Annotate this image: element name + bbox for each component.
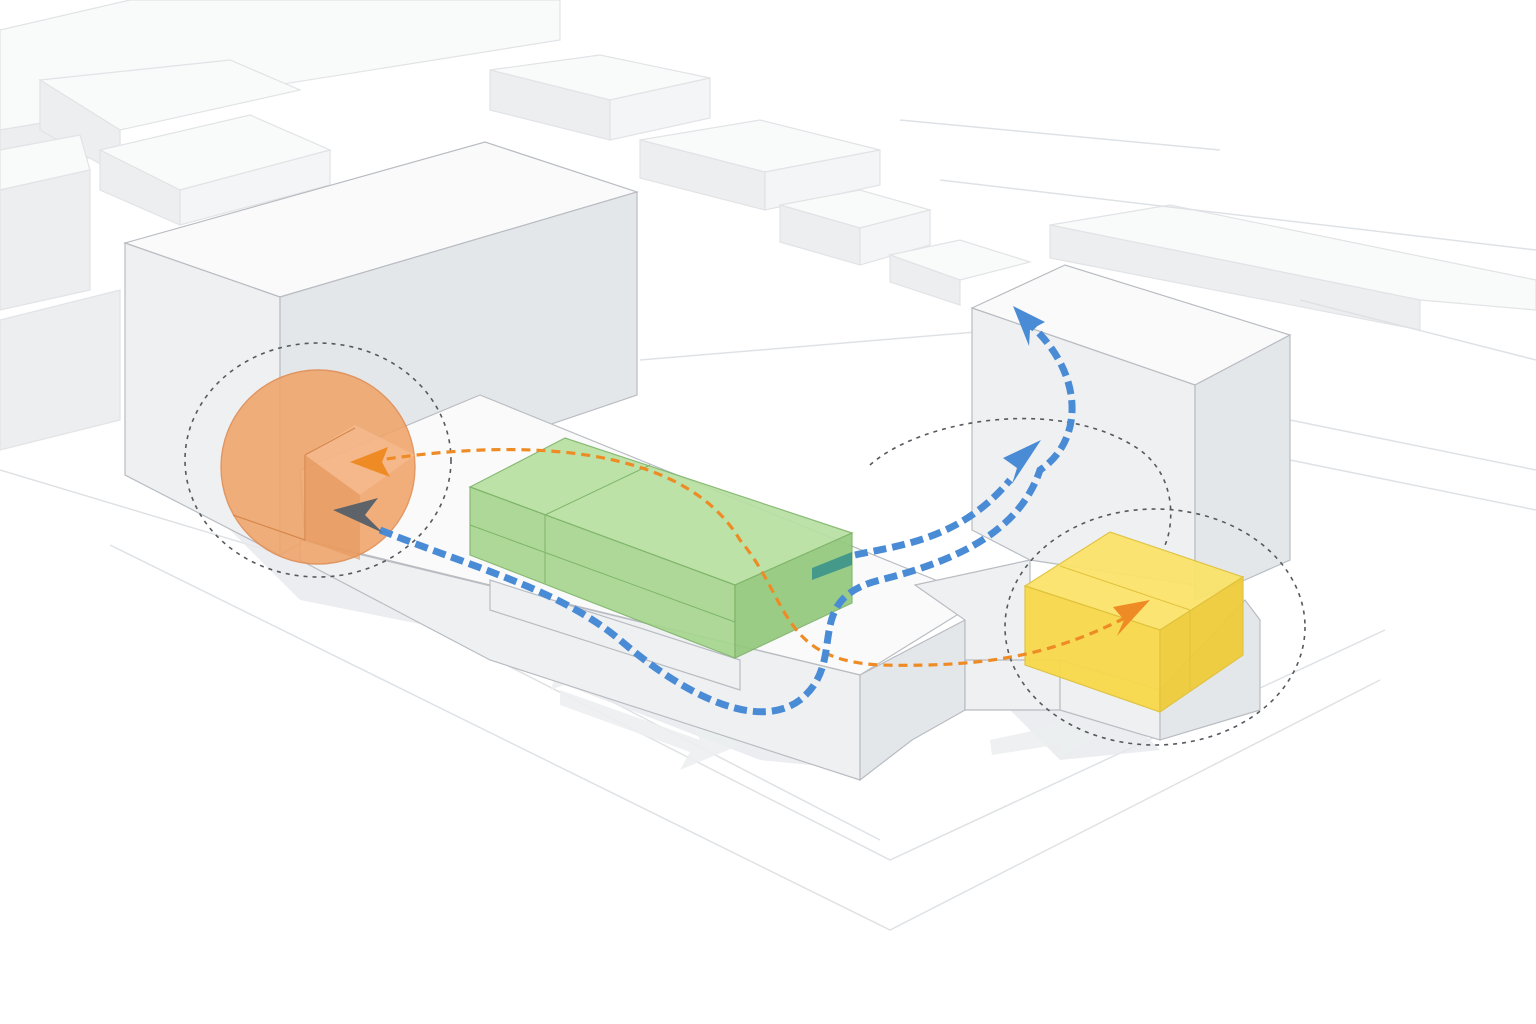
influence-ring-center <box>869 417 1172 546</box>
context-block <box>889 254 961 306</box>
green-volume-roofline <box>544 464 651 516</box>
street-line <box>1289 459 1536 511</box>
blue-circulation-path <box>378 317 1076 716</box>
yellow-volume <box>1023 531 1245 714</box>
context-block <box>764 149 881 211</box>
ghost-arrow <box>560 690 740 770</box>
green-volume <box>468 437 854 659</box>
street-line <box>1299 299 1536 361</box>
orange-sphere-shade <box>305 455 360 560</box>
context-block <box>0 169 91 311</box>
orange-arrowhead-right <box>1113 600 1150 636</box>
blue-circulation-branch <box>854 477 1013 559</box>
influence-rings <box>184 342 1306 746</box>
ghost-arrow <box>990 712 1100 758</box>
street-line <box>939 179 1536 251</box>
podium-side <box>859 619 966 782</box>
blue-arrowhead-tower <box>1013 306 1045 346</box>
orange-circulation-path <box>379 448 1126 667</box>
context-buildings <box>0 0 1536 511</box>
green-volume-accent <box>812 552 852 580</box>
orange-sphere <box>220 369 416 565</box>
influence-ring-left <box>184 342 452 578</box>
street-line <box>899 119 1221 151</box>
context-block <box>859 209 931 266</box>
influence-ring-right <box>1004 508 1306 746</box>
yellow-volume-roofline <box>1059 565 1191 611</box>
context-block <box>0 289 121 451</box>
site-boundary <box>109 544 1381 931</box>
site-boundary <box>639 329 1001 361</box>
context-block <box>609 77 711 141</box>
green-volume-floorline <box>469 524 736 623</box>
orange-sphere-corner <box>304 427 356 456</box>
street-line <box>1289 419 1536 471</box>
blue-arrowhead-main <box>1003 440 1041 484</box>
grey-arrowhead-entry <box>333 498 383 533</box>
yellow-volume-side <box>1159 575 1244 714</box>
orange-arrowhead-left <box>350 447 390 477</box>
